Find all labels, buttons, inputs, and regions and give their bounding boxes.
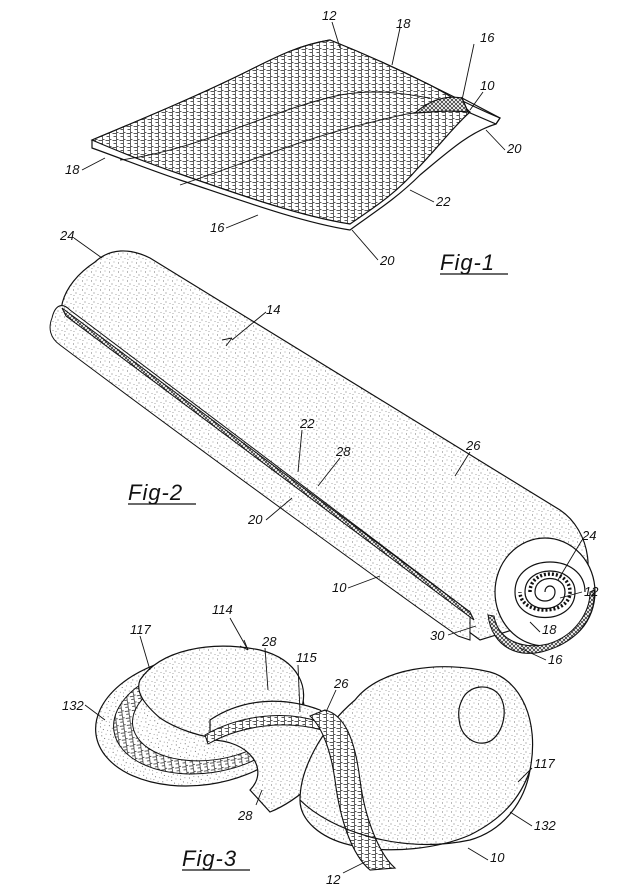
ref-numeral: 117	[534, 756, 555, 771]
sheet-seam	[119, 91, 431, 161]
ref-numeral: 10	[332, 580, 347, 595]
ref-numeral: 24	[59, 228, 74, 243]
ref-numeral: 132	[534, 818, 556, 833]
figure-2-label: Fig-2	[128, 480, 183, 505]
ref-numeral: 22	[435, 194, 451, 209]
roll-end-outer-layer	[487, 589, 595, 654]
figure-2-rolled-sheet	[49, 250, 596, 654]
ref-numeral: 18	[396, 16, 411, 31]
ref-numeral: 16	[210, 220, 225, 235]
woven-collar	[308, 709, 397, 871]
ref-numeral: 22	[299, 416, 315, 431]
ref-numeral: 20	[506, 141, 522, 156]
ref-numeral: 18	[65, 162, 80, 177]
ref-numeral: 20	[247, 512, 263, 527]
ref-numeral: 18	[542, 622, 557, 637]
ref-numeral: 10	[490, 850, 505, 865]
roll-spiral-band	[518, 572, 572, 612]
ref-numeral: 132	[62, 698, 84, 713]
ref-numeral: 10	[480, 78, 495, 93]
roll-side-strip	[49, 305, 471, 641]
figure-3-knotted-roll	[95, 645, 534, 871]
ref-numeral: 28	[335, 444, 351, 459]
ref-numeral: 16	[480, 30, 495, 45]
figure-1-label: Fig-1	[440, 250, 495, 275]
sheet-corner-flap	[460, 96, 501, 125]
ref-numeral: 12	[322, 8, 337, 23]
right-cap-rim	[299, 769, 531, 846]
ref-numeral: 28	[237, 808, 253, 823]
ref-numeral: 26	[465, 438, 481, 453]
ref-numeral: 28	[261, 634, 277, 649]
ref-numeral: 16	[548, 652, 563, 667]
figure-3-reference-numerals: 114 117 28 115 26 132 117 28 132 10 12	[62, 602, 556, 887]
figure-2-leaders	[73, 237, 583, 661]
ref-numeral: 14	[266, 302, 280, 317]
roll-spiral	[514, 561, 586, 619]
ref-numeral: 12	[584, 584, 599, 599]
figure-1-reference-numerals: 12 18 16 10 20 18 22 16 20	[65, 8, 522, 268]
ref-numeral: 24	[581, 528, 596, 543]
figure-1-leaders	[81, 21, 506, 261]
roll-edge-band	[61, 307, 475, 621]
figure-1-flat-sheet	[90, 39, 501, 231]
sheet-seam	[179, 111, 426, 186]
figure-2-reference-numerals: 24 14 22 28 26 20 24 12 10 30 18 16	[59, 228, 599, 667]
ref-numeral: 30	[430, 628, 445, 643]
ref-numeral: 114	[212, 602, 233, 617]
sheet-top-surface	[90, 39, 471, 225]
figure-3-label: Fig-3	[182, 846, 237, 871]
ref-numeral: 115	[296, 650, 317, 665]
figure-3-leaders	[84, 617, 533, 874]
right-cap-opening	[458, 686, 505, 744]
ref-numeral: 12	[326, 872, 341, 887]
ref-numeral: 117	[130, 622, 151, 637]
ref-numeral: 26	[333, 676, 349, 691]
ref-numeral: 20	[379, 253, 395, 268]
